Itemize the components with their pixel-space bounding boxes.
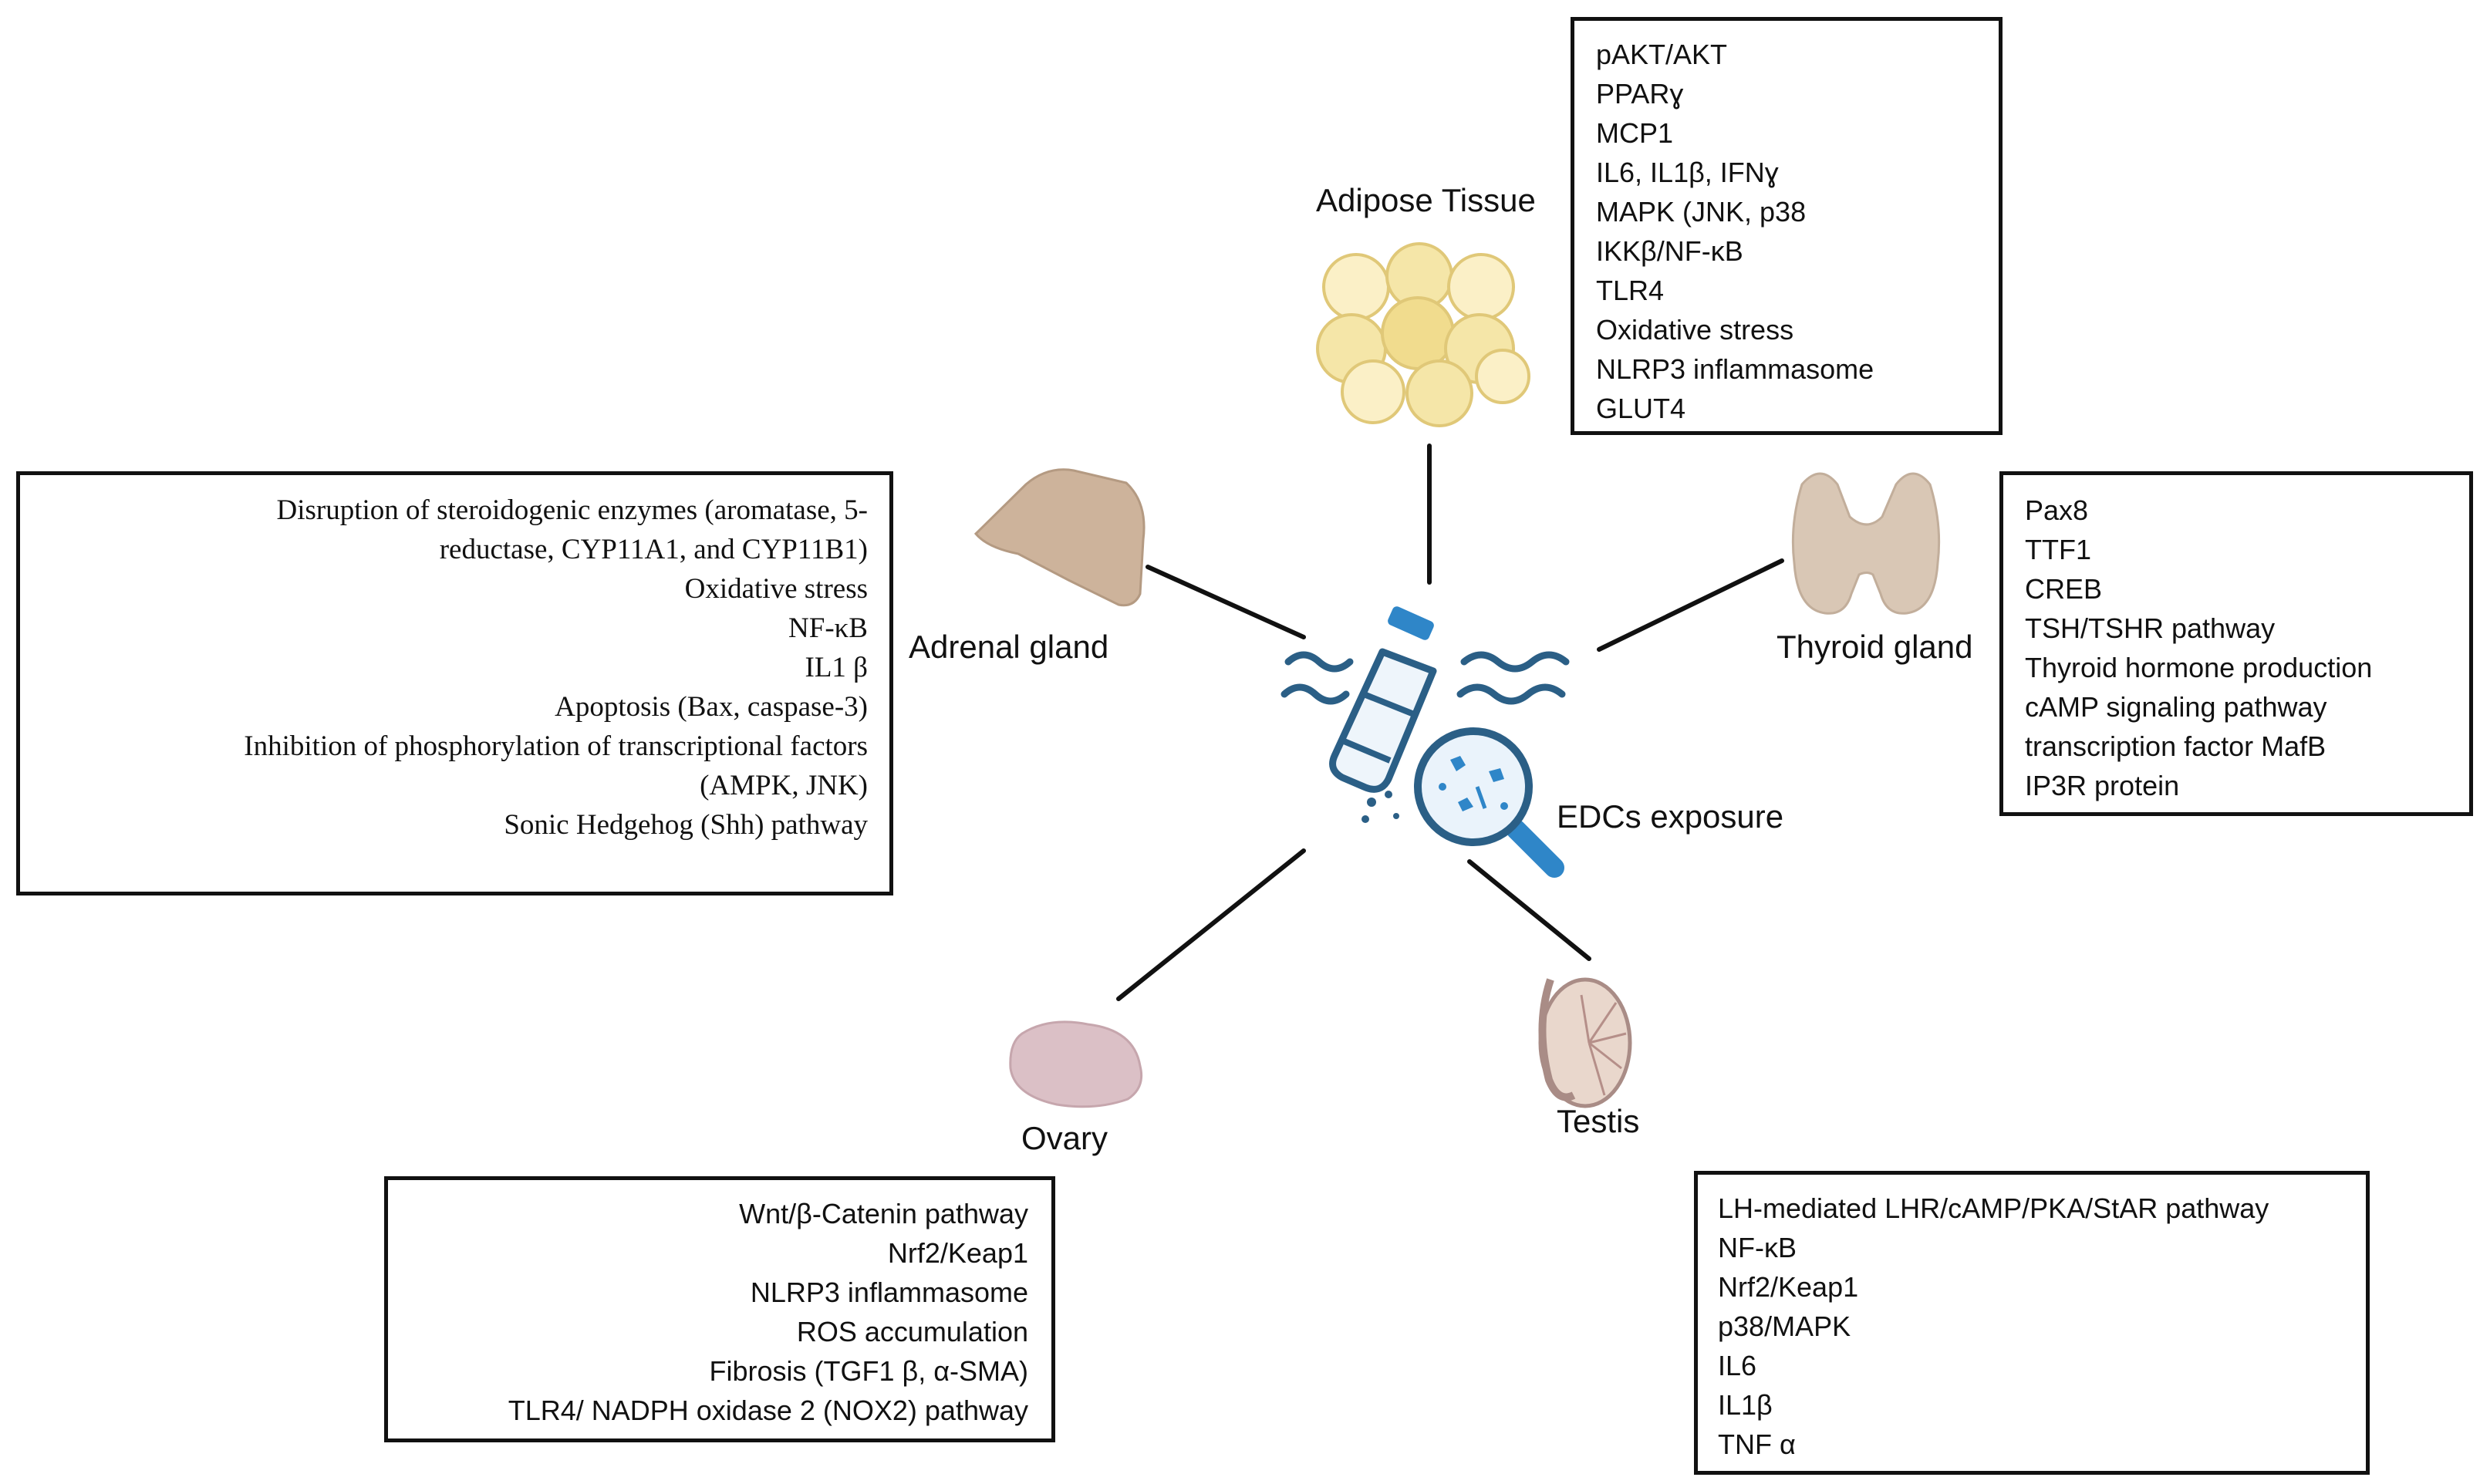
adipose-tissue-label: Adipose Tissue xyxy=(1316,182,1536,218)
adrenal-pathway-item: Apoptosis (Bax, caspase-3) xyxy=(555,691,868,723)
testis-pathway-item: IL1β xyxy=(1718,1389,1773,1421)
ovary-pathway-item: Nrf2/Keap1 xyxy=(887,1237,1028,1269)
connector-thyroid xyxy=(1597,558,1784,652)
adipose-pathway-item: NLRP3 inflammasome xyxy=(1596,353,1874,385)
testis-label: Testis xyxy=(1557,1103,1640,1139)
thyroid-pathway-item: IP3R protein xyxy=(2025,770,2180,801)
testis-icon xyxy=(1538,977,1632,1108)
testis-pathway-item: Nrf2/Keap1 xyxy=(1718,1271,1859,1303)
adipose-pathway-item: pAKT/AKT xyxy=(1596,39,1728,70)
ovary-pathway-item: Fibrosis (TGF1 β, α-SMA) xyxy=(709,1355,1028,1387)
adrenal-pathway-item: (AMPK, JNK) xyxy=(700,770,868,801)
thyroid-pathway-item: CREB xyxy=(2025,573,2103,605)
testis-pathway-item: p38/MAPK xyxy=(1718,1310,1851,1342)
adipose-pathway-item: GLUT4 xyxy=(1596,393,1686,424)
ovary-pathway-item: Wnt/β-Catenin pathway xyxy=(739,1198,1028,1229)
adipose-pathway-item: MAPK (JNK, p38 xyxy=(1596,196,1807,228)
thyroid-pathway-item: TTF1 xyxy=(2025,534,2091,565)
adipose-pathway-item: TLR4 xyxy=(1596,275,1665,306)
ovary-icon xyxy=(1009,1020,1143,1108)
plastic-bottle-icon xyxy=(1329,606,1437,793)
adrenal-pathway-item: Disruption of steroidogenic enzymes (aro… xyxy=(276,494,869,526)
testis-pathway-item: LH-mediated LHR/cAMP/PKA/StAR pathway xyxy=(1718,1192,2269,1224)
adipose-pathway-item: IL6, IL1β, IFNɣ xyxy=(1596,157,1779,188)
connector-ovary xyxy=(1116,848,1306,1001)
adrenal-pathway-item: IL1 β xyxy=(805,652,869,683)
adrenal-pathway-item: NF-κB xyxy=(788,612,868,644)
adipose-pathway-item: Oxidative stress xyxy=(1596,314,1794,346)
connector-testis xyxy=(1467,859,1591,961)
ovary-pathway-item: TLR4/ NADPH oxidase 2 (NOX2) pathway xyxy=(508,1395,1028,1426)
adrenal-pathways-box: Disruption of steroidogenic enzymes (aro… xyxy=(16,471,893,895)
thyroid-pathway-item: Pax8 xyxy=(2025,494,2089,526)
thyroid-pathway-item: transcription factor MafB xyxy=(2025,730,2326,762)
adrenal-gland-label: Adrenal gland xyxy=(909,629,1109,665)
testis-pathway-item: TNF α xyxy=(1718,1428,1796,1460)
ovary-pathway-item: ROS accumulation xyxy=(796,1316,1028,1347)
adrenal-pathways-list: Disruption of steroidogenic enzymes (aro… xyxy=(42,491,868,845)
testis-pathway-item: NF-κB xyxy=(1718,1232,1797,1263)
adipose-pathway-item: MCP1 xyxy=(1596,117,1674,149)
adipose-tissue-icon xyxy=(1316,242,1530,427)
adipose-pathway-item: IKKβ/NF-κB xyxy=(1596,235,1743,267)
adrenal-pathway-item: Sonic Hedgehog (Shh) pathway xyxy=(504,809,868,841)
water-waves-icon xyxy=(1280,651,1570,705)
thyroid-pathway-item: cAMP signaling pathway xyxy=(2025,691,2327,723)
thyroid-gland-icon xyxy=(1791,472,1941,615)
adrenal-gland-icon xyxy=(973,468,1146,607)
thyroid-pathway-item: TSH/TSHR pathway xyxy=(2025,612,2276,644)
thyroid-gland-label: Thyroid gland xyxy=(1776,629,1973,665)
magnifier-icon xyxy=(1414,727,1564,878)
ovary-pathway-item: NLRP3 inflammasome xyxy=(750,1277,1028,1308)
ovary-label: Ovary xyxy=(1021,1120,1108,1156)
adrenal-pathway-item: reductase, CYP11A1, and CYP11B1) xyxy=(439,534,868,565)
testis-pathway-item: IL6 xyxy=(1718,1350,1757,1381)
adrenal-pathway-item: Oxidative stress xyxy=(684,573,868,605)
adrenal-pathway-item: Inhibition of phosphorylation of transcr… xyxy=(244,730,868,762)
adipose-pathway-item: PPARɣ xyxy=(1596,78,1684,110)
connector-adrenal xyxy=(1146,565,1306,639)
microparticles-icon xyxy=(1361,791,1399,823)
thyroid-pathway-item: Thyroid hormone production xyxy=(2025,652,2373,683)
edcs-exposure-label: EDCs exposure xyxy=(1557,798,1784,835)
